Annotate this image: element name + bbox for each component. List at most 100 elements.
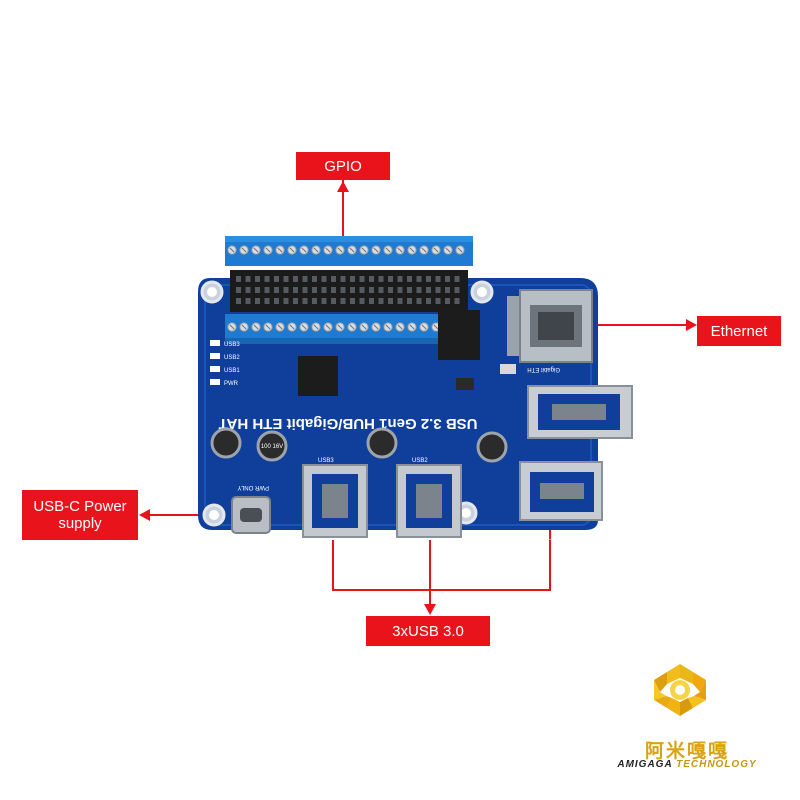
usb3-silkscreen: USB3 [318,458,334,464]
screw-slot [301,247,307,253]
header-pin [236,287,241,293]
logo-english-name: AMIGAGA TECHNOLOGY [612,759,762,770]
amigaga-logo-icon [654,664,706,716]
gpio-callout: GPIO [296,152,390,180]
screw-slot [361,247,367,253]
header-pin [302,276,308,282]
usb3-callout: 3xUSB 3.0 [366,616,490,646]
header-pin [321,287,327,293]
header-pin [350,298,355,304]
header-pin [416,298,422,304]
screw-slot [349,247,355,253]
screw-slot [289,324,295,330]
screw-slot [397,324,403,330]
header-pin [245,287,251,293]
chips [298,310,516,396]
header-pin [340,287,346,293]
screw-slot [433,247,439,253]
screw-slot [385,247,391,253]
screw-slot [229,247,235,253]
screw-slot [277,247,283,253]
screw-slot [301,324,307,330]
header-pin [416,276,422,282]
header-pin [378,276,384,282]
header-pin [445,298,450,304]
usb2-silkscreen: USB2 [412,458,428,464]
header-pin [236,276,241,282]
header-pin [283,276,289,282]
header-pin [359,298,365,304]
header-pin [255,298,260,304]
header-pin [302,298,308,304]
header-pin [454,287,460,293]
screw-slot [289,247,295,253]
power-silkscreen: PWR ONLY [237,484,269,490]
usb-port-right-upper [527,385,633,439]
led-label: USB2 [224,355,240,361]
header-pin [293,276,298,282]
screw-slot [253,324,259,330]
header-pin [378,287,384,293]
screw-slot [373,247,379,253]
gpio-header [225,236,473,344]
screw-slot [241,247,247,253]
usb-c-power-callout: USB-C Power supply [22,490,138,540]
logo-english-suffix: TECHNOLOGY [672,759,757,770]
screw-slot [433,324,439,330]
board-title: USB 3.2 Gen1 HUB/Gigabit ETH HAT [219,415,478,432]
screw-slot [229,324,235,330]
header-pin [397,298,403,304]
header-pin [369,287,374,293]
header-pin [407,287,412,293]
screw-slot [349,324,355,330]
screw-slot [313,247,319,253]
header-pin [331,298,336,304]
header-pins [236,276,460,304]
screw-slot [337,247,343,253]
header-pin [283,298,289,304]
screw-slot [241,324,247,330]
screw-slot [277,324,283,330]
header-pin [274,298,279,304]
callout-arrowheads [139,181,697,615]
header-pin [454,276,460,282]
screw-slot [337,324,343,330]
screw-slot [385,324,391,330]
capacitors: 100 16V [210,427,508,463]
screw-slot [445,247,451,253]
header-pin [264,287,270,293]
usb-port-bottom-middle: USB2 [396,458,462,538]
header-pin [302,287,308,293]
header-pin [435,287,441,293]
header-pin [454,298,460,304]
logo-chinese-name: 阿米嘎嘎 [644,741,729,762]
header-pin [359,276,365,282]
header-pin [293,298,298,304]
header-pin [331,276,336,282]
header-pin [426,276,431,282]
header-pin [388,287,393,293]
header-pin [445,287,450,293]
header-pin [264,298,270,304]
screw-slot [421,324,427,330]
header-pin [255,276,260,282]
screw-slot [313,324,319,330]
screw-slot [397,247,403,253]
header-pin [340,298,346,304]
led-label: USB1 [224,368,240,374]
header-pin [236,298,241,304]
header-pin [416,287,422,293]
header-pin [293,287,298,293]
header-pin [350,287,355,293]
header-pin [312,298,317,304]
led-label: USB3 [224,342,240,348]
header-pin [321,298,327,304]
header-pin [312,287,317,293]
header-pin [388,298,393,304]
screw-slot [265,324,271,330]
logo-english-brand: AMIGAGA [617,759,673,770]
screw-slot [265,247,271,253]
screw-slot [409,324,415,330]
header-pin [397,287,403,293]
header-pin [274,276,279,282]
